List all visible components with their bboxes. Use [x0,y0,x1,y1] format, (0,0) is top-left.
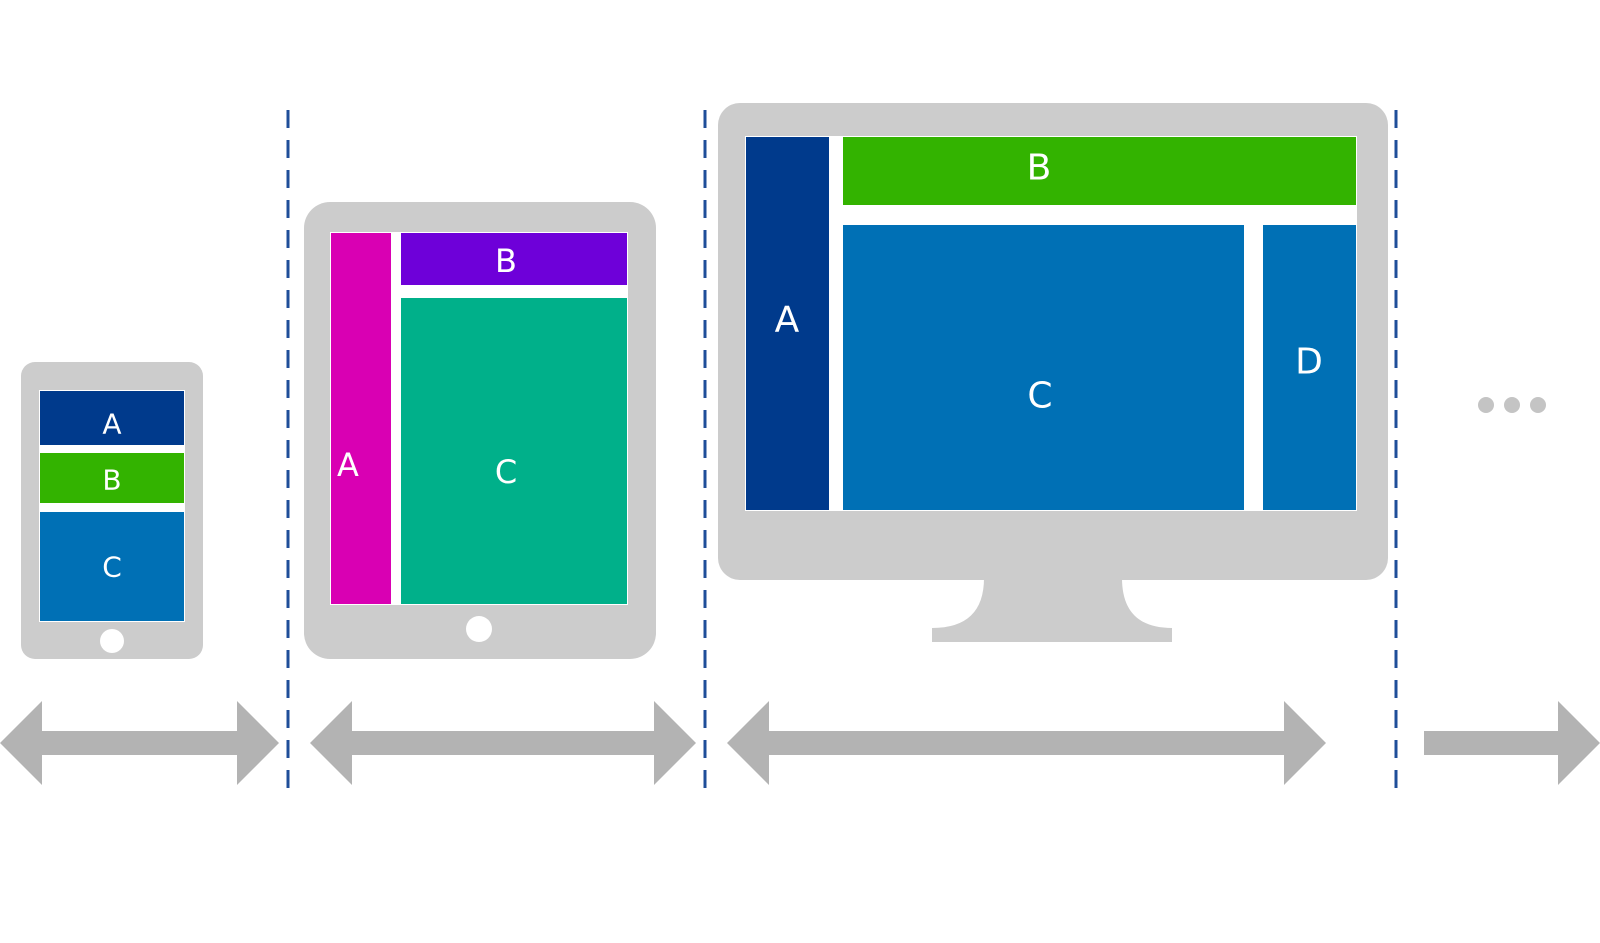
desktop-device: A B C D [718,103,1388,642]
ellipsis-dot [1478,397,1494,413]
tablet-region-b-label: B [495,242,517,280]
tablet-home-button [466,616,492,642]
ellipsis-dot [1504,397,1520,413]
phone-home-button [100,629,124,653]
desktop-region-c-label: C [1027,376,1052,417]
phone-region-b [40,453,184,503]
desktop-region-a [746,137,829,510]
tablet-region-b [401,233,627,285]
phone-region-a [40,391,184,445]
tablet-device: A B C [304,202,656,659]
desktop-region-d-label: D [1295,342,1323,383]
double-arrow-icon [310,701,696,785]
width-arrows [0,701,1600,785]
phone-region-c [40,512,184,621]
double-arrow-icon [727,701,1326,785]
ellipsis-icon [1478,397,1546,413]
phone-region-a-label: A [102,408,121,441]
tablet-region-a [331,233,391,604]
desktop-region-d [1263,225,1356,510]
desktop-region-b-label: B [1027,148,1052,189]
desktop-region-a-label: A [775,300,800,341]
tablet-region-a-label: A [337,446,359,484]
monitor-stand [932,578,1172,642]
double-arrow-icon [0,701,279,785]
tablet-region-c [401,298,627,604]
right-arrow-icon [1424,701,1600,785]
ellipsis-dot [1530,397,1546,413]
desktop-region-c [843,225,1244,510]
phone-device: A B C [21,362,203,659]
breakpoint-lines [286,110,1398,790]
tablet-region-c-label: C [495,453,517,491]
phone-region-c-label: C [102,551,122,584]
phone-region-b-label: B [102,464,121,497]
desktop-region-b [843,137,1356,205]
